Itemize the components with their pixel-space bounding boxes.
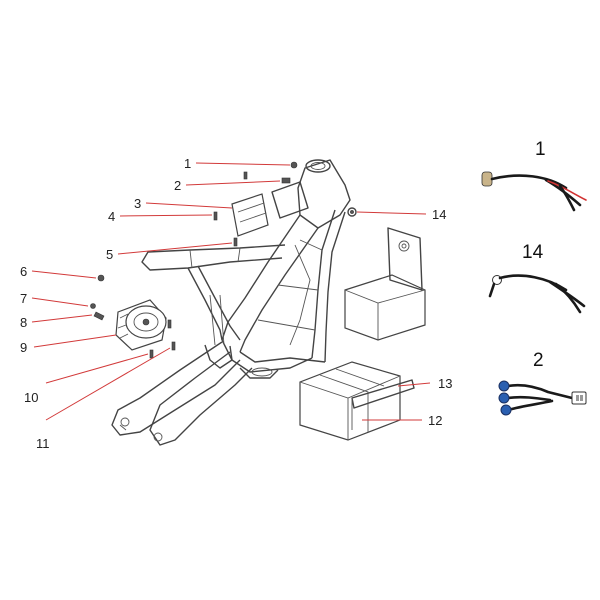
callout-12: 12: [428, 413, 442, 428]
motorcycle-frame: [111, 159, 351, 446]
part-1-nut: [290, 161, 298, 169]
switch-connector-icon: [498, 380, 510, 392]
callout-2: 2: [174, 178, 181, 193]
inset-harness-14: 14: [488, 242, 586, 314]
battery-pack: [299, 361, 401, 441]
inset-label-1: 1: [535, 139, 546, 160]
switch-connector-icon: [500, 404, 512, 416]
hardware: [90, 161, 357, 359]
callout-labels: 1 2 3 4 5 6 7 8 9 10 11 12 13 14: [20, 156, 452, 451]
hub-motor: [115, 299, 167, 351]
ignition-switch-icon: [481, 171, 493, 187]
part-8-spacer: [93, 311, 105, 321]
part-6-nut: [97, 274, 105, 282]
part-11-bolt: [171, 341, 176, 351]
callout-9: 9: [20, 340, 27, 355]
callout-5: 5: [106, 247, 113, 262]
battery-strap: [351, 379, 415, 430]
callout-14: 14: [432, 207, 446, 222]
battery-box: [344, 227, 426, 341]
part-2-screw: [281, 177, 291, 184]
callout-10: 10: [24, 390, 38, 405]
inset-label-14: 14: [522, 242, 544, 263]
part-5-bolt: [233, 237, 238, 247]
inset-label-2: 2: [533, 350, 544, 371]
inset-harness-1: 1: [481, 139, 587, 212]
callout-11: 11: [36, 436, 50, 451]
callout-13: 13: [438, 376, 452, 391]
callout-6: 6: [20, 264, 27, 279]
callout-7: 7: [20, 291, 27, 306]
callout-1: 1: [184, 156, 191, 171]
callout-3: 3: [134, 196, 141, 211]
inset-harness-2: 2: [498, 350, 587, 416]
switch-connector-icon: [498, 392, 510, 404]
leader-lines: [31, 162, 431, 421]
callout-8: 8: [20, 315, 27, 330]
part-10-bolt: [149, 349, 154, 359]
part-14-cap: [347, 207, 357, 217]
callout-4: 4: [108, 209, 115, 224]
part-4-bolt: [213, 211, 218, 221]
part-7-washer: [90, 303, 96, 309]
